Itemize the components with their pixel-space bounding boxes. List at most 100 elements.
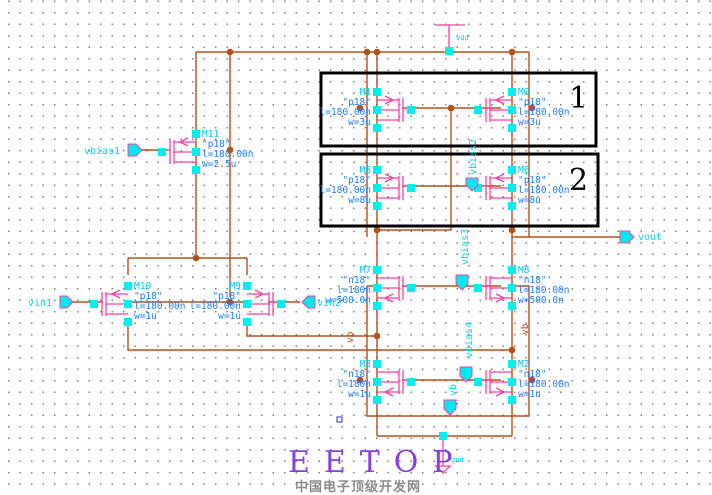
pin-vbias4-label: vbias4: [464, 322, 475, 358]
drain-pin[interactable]: [243, 282, 251, 290]
source-pin[interactable]: [508, 202, 516, 210]
source-pin[interactable]: [508, 124, 516, 132]
gate-pin[interactable]: [90, 300, 98, 308]
body-pin[interactable]: [124, 300, 132, 308]
transistor-model: "p18": [202, 139, 231, 150]
body-pin[interactable]: [373, 378, 381, 386]
transistor-name: M3: [360, 359, 371, 370]
transistor-width: w=1u: [518, 389, 541, 400]
body-pin[interactable]: [373, 284, 381, 292]
box-1: [319, 71, 598, 148]
transistor-width: w=500.0n: [518, 295, 564, 306]
transistor-name: M1: [360, 87, 372, 98]
pin-vbias4[interactable]: vbias4: [459, 322, 475, 383]
pin-vin1-label: vin1: [28, 298, 52, 309]
transistor-name: M9: [230, 281, 242, 292]
net-label-vb-right: vb: [520, 323, 531, 335]
body-pin[interactable]: [508, 284, 516, 292]
pin-vb-label: vb: [448, 384, 459, 396]
nmos-arrow-icon: [495, 387, 505, 397]
pin-vin2[interactable]: vin2: [301, 295, 341, 309]
pin-vbias2[interactable]: vbias2: [465, 139, 479, 192]
transistor-length: l=180n: [337, 379, 371, 390]
gate-pin[interactable]: [407, 284, 415, 292]
transistor-width: w=500.0n: [325, 295, 371, 306]
transistor-width: w=8u: [518, 195, 541, 206]
transistor-name: M6: [518, 165, 530, 176]
box-1-number: 1: [569, 81, 588, 116]
source-pin[interactable]: [373, 202, 381, 210]
transistor-length: l=180.00n: [320, 107, 371, 118]
pin-vb[interactable]: vb: [443, 384, 459, 416]
gate-pin[interactable]: [474, 106, 482, 114]
drain-pin[interactable]: [508, 360, 516, 368]
gnd-symbol[interactable]: gnd: [434, 432, 464, 474]
drain-pin[interactable]: [124, 282, 132, 290]
drain-pin[interactable]: [508, 88, 516, 96]
source-pin[interactable]: [373, 302, 381, 310]
transistor-model: "n18": [518, 369, 547, 380]
transistor-width: w=2.5u: [202, 159, 236, 170]
pin-vbias3[interactable]: vbias3: [455, 229, 471, 291]
pmos-arrow-icon: [254, 289, 264, 299]
transistor-model: "n18": [342, 369, 371, 380]
pmos-arrow-icon: [179, 137, 189, 147]
transistor-width: w=3u: [348, 117, 371, 128]
vdd-symbol[interactable]: vdd: [435, 24, 469, 55]
drain-pin[interactable]: [373, 166, 381, 174]
gate-pin[interactable]: [407, 184, 415, 192]
gate-pin[interactable]: [474, 184, 482, 192]
source-pin[interactable]: [508, 396, 516, 404]
drain-pin[interactable]: [508, 266, 516, 274]
body-pin[interactable]: [192, 148, 200, 156]
drain-pin[interactable]: [373, 266, 381, 274]
pin-vin1[interactable]: vin1: [28, 295, 74, 309]
source-pin[interactable]: [508, 302, 516, 310]
gate-pin[interactable]: [277, 300, 285, 308]
body-pin[interactable]: [508, 184, 516, 192]
transistor-length: l=180.00n: [518, 107, 569, 118]
source-pin[interactable]: [373, 396, 381, 404]
body-pin[interactable]: [243, 300, 251, 308]
transistor-length: l=180.00n: [190, 301, 241, 312]
gate-pin[interactable]: [407, 378, 415, 386]
body-pin[interactable]: [508, 378, 516, 386]
drain-pin[interactable]: [508, 166, 516, 174]
transistor-width: w=1u: [218, 311, 241, 322]
drain-pin[interactable]: [373, 360, 381, 368]
transistor-name: M8: [518, 265, 530, 276]
pin-vbias1[interactable]: vbias1: [84, 143, 143, 157]
pin-vbias2-label: vbias2: [468, 139, 479, 175]
source-pin[interactable]: [373, 124, 381, 132]
drain-pin[interactable]: [373, 88, 381, 96]
body-pin[interactable]: [373, 106, 381, 114]
source-pin[interactable]: [192, 166, 200, 174]
body-pin[interactable]: [373, 184, 381, 192]
gate-pin[interactable]: [407, 106, 415, 114]
transistor-model: "n18": [342, 275, 371, 286]
transistor-name: M0: [518, 87, 530, 98]
transistor-model: "n18": [518, 275, 547, 286]
body-pin[interactable]: [508, 106, 516, 114]
transistor-length: l=180.00n: [518, 285, 569, 296]
source-pin[interactable]: [243, 318, 251, 326]
gate-pin[interactable]: [474, 378, 482, 386]
transistor-model: "p18": [518, 175, 547, 186]
gate-pin[interactable]: [158, 148, 166, 156]
source-pin[interactable]: [124, 318, 132, 326]
gate-pin[interactable]: [474, 284, 482, 292]
drain-pin[interactable]: [192, 130, 200, 138]
pin-vout[interactable]: vout: [619, 230, 662, 244]
